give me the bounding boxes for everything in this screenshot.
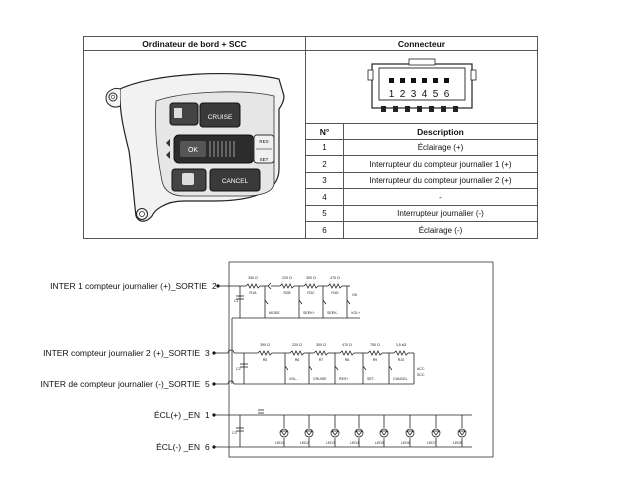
table-row: 5 Interrupteur journalier (-) <box>84 204 538 223</box>
input-pin: 6 <box>205 442 210 452</box>
resistor-value: 750 Ω <box>370 343 380 347</box>
connector-image-cell: 1 2 3 4 5 6 <box>305 49 538 125</box>
description-cell: Éclairage (-) <box>343 221 538 239</box>
resistor-id: R7 <box>319 358 324 362</box>
pin-cell: 2 <box>305 155 344 173</box>
cruise-label: CRUISE <box>208 114 233 121</box>
switch-note: SCC <box>417 373 425 377</box>
description-cell: Interrupteur du compteur journalier 1 (+… <box>343 155 538 173</box>
switch-image-cell: CRUISE OK RES SET <box>83 50 306 239</box>
col-number-header: N° <box>305 123 344 140</box>
pin-number: 2 <box>399 89 405 100</box>
switch-note: VOL+ <box>351 311 360 315</box>
switch-note: SET- <box>367 377 376 381</box>
resistor-value: 390 Ω <box>260 343 270 347</box>
resistor-id: R5 <box>263 358 268 362</box>
switch-note: VOL- <box>289 377 298 381</box>
switch-note: CANCEL <box>393 377 408 381</box>
input-label: INTER de compteur journalier (-)_SORTIE <box>40 379 200 389</box>
resistor-value: 300 Ω <box>306 276 316 280</box>
capacitor-id: C1 <box>234 299 239 303</box>
led-id: LED5 <box>375 441 384 445</box>
led-id: LED2 <box>300 441 309 445</box>
input-label: INTER 1 compteur journalier (+)_SORTIE <box>50 281 207 291</box>
resistor-id: R3C <box>307 291 315 295</box>
schematic-frame <box>228 261 494 458</box>
table-row: 2 Interrupteur du compteur journalier 1 … <box>84 155 538 173</box>
input-label: INTER compteur journalier 2 (+)_SORTIE <box>43 348 200 358</box>
resistor-id: R1A <box>250 291 258 295</box>
col-description-header: Description <box>343 123 538 140</box>
description-cell: Interrupteur du compteur journalier 2 (+… <box>343 171 538 190</box>
resistor-id: R10 <box>398 358 405 362</box>
led-id: LED1 <box>275 441 284 445</box>
table-row: 6 Éclairage (-) <box>84 221 538 239</box>
led-id: LED8 <box>453 441 462 445</box>
switch-note: SEEK- <box>327 311 339 315</box>
led-id: LED3 <box>326 441 335 445</box>
input-label: ÉCL(-) _EN <box>156 442 200 452</box>
spec-table: Ordinateur de bord + SCC Connecteur <box>83 36 538 239</box>
pin-number: 6 <box>443 89 449 100</box>
resistor-id: R4D <box>331 291 339 295</box>
resistor-id: R6 <box>295 358 300 362</box>
resistor-id: R9 <box>373 358 378 362</box>
capacitor-id: C2 <box>236 367 241 371</box>
ok-label: OK <box>188 147 198 154</box>
led-id: LED4 <box>350 441 359 445</box>
input-pin: 5 <box>205 379 210 389</box>
pin-number: 5 <box>432 89 438 100</box>
switch-note: RES+ <box>339 377 349 381</box>
led-id: LED7 <box>427 441 436 445</box>
resistor-value: 220 Ω <box>282 276 292 280</box>
switch-note: OK <box>352 293 358 297</box>
set-label: SET <box>260 157 269 162</box>
resistor-value: 220 Ω <box>292 343 302 347</box>
connector-illustration: 1 2 3 4 5 6 <box>367 58 476 113</box>
description-cell: - <box>343 188 538 206</box>
resistor-value: 300 Ω <box>316 343 326 347</box>
resistor-id: R8 <box>345 358 350 362</box>
resistor-value: 470 Ω <box>342 343 352 347</box>
input-pin: 3 <box>205 348 210 358</box>
table-row: 3 Interrupteur du compteur journalier 2 … <box>84 171 538 190</box>
input-pin: 2 <box>212 281 217 291</box>
switch-note: MODE <box>269 311 280 315</box>
switch-note: SEEK+ <box>303 311 315 315</box>
input-pin: 1 <box>205 410 210 420</box>
res-label: RES <box>259 139 268 144</box>
resistor-value: 390 Ω <box>248 276 258 280</box>
steering-switch-illustration: CRUISE OK RES SET <box>105 72 285 222</box>
pin-number: 1 <box>388 89 394 100</box>
resistor-value: 3,5 kΩ <box>396 343 407 347</box>
switch-note: CRUISE <box>313 377 327 381</box>
table-row: 4 - <box>84 188 538 206</box>
input-label: ÉCL(+) _EN <box>154 410 200 420</box>
cancel-label: CANCEL <box>222 178 249 185</box>
pin-number: 3 <box>410 89 416 100</box>
resistor-id: R2B <box>284 291 292 295</box>
led-id: LED6 <box>401 441 410 445</box>
description-cell: Éclairage (+) <box>343 138 538 157</box>
switch-note: ACC <box>417 367 425 371</box>
table-row: 1 Éclairage (+) <box>84 138 538 157</box>
resistor-value: 470 Ω <box>330 276 340 280</box>
pin-number: 4 <box>421 89 427 100</box>
capacitor-id: C3 <box>232 431 237 435</box>
